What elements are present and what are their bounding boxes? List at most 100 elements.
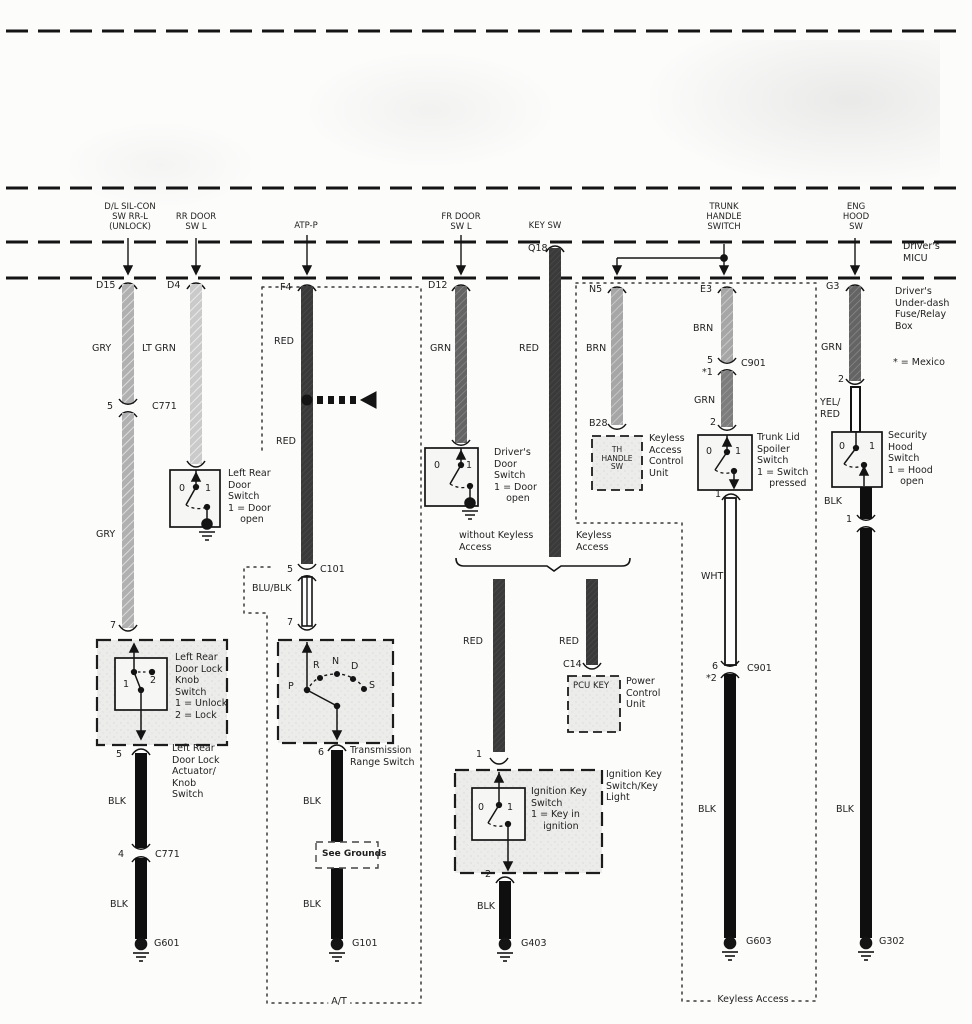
wire-blk [135, 858, 147, 939]
connector-c771-2: C771 [155, 849, 180, 860]
pin-2: 2 [710, 417, 717, 428]
column-f4-transmission [276, 284, 395, 962]
wire-label-grn: GRN [821, 342, 843, 353]
connector-b28: B28 [589, 418, 608, 429]
pos-1: 1 [466, 460, 473, 471]
wire-label-red: RED [276, 436, 296, 447]
wire-blk [860, 487, 872, 519]
pin-6: 6 [318, 747, 325, 758]
wire-label-blk: BLK [836, 804, 855, 815]
at-region-box [243, 286, 422, 1004]
connector-d12: D12 [428, 280, 448, 291]
pos-0: 0 [478, 802, 485, 813]
at-region-label: A/T [328, 996, 350, 1008]
ignition-inner-label: Ignition Key Switch 1 = Key in ignition [531, 786, 587, 832]
wire-label-blk: BLK [824, 496, 843, 507]
pin-6: 6 [712, 661, 719, 672]
mexico-note: * = Mexico [893, 357, 945, 368]
connector-d4: D4 [167, 280, 181, 291]
ground-g601 [133, 937, 149, 962]
feed-label-dl-silcon: D/L SIL-CON SW RR-L (UNLOCK) [104, 202, 156, 232]
connector-c14: C14 [563, 659, 582, 670]
pin-4: 4 [118, 849, 125, 860]
pos-1: 1 [735, 446, 742, 457]
wire-label-red: RED [274, 336, 294, 347]
pos-0: 0 [706, 446, 713, 457]
pos-1: 1 [869, 441, 876, 452]
connector-c901-2: C901 [747, 663, 772, 674]
wire-blk [499, 881, 511, 939]
connector-c901: C901 [741, 358, 766, 369]
wire-grn [849, 286, 861, 381]
column-n5-th-handle [591, 286, 643, 491]
wire-red [549, 248, 561, 557]
feed-label-rr-door: RR DOOR SW L [175, 212, 217, 232]
feed-label-atp-p: ATP-P [294, 221, 318, 231]
feed-arrows [122, 235, 861, 276]
pin-1: 1 [846, 514, 853, 525]
ground-g302 [858, 936, 874, 961]
micu-boundary-lines [6, 29, 966, 280]
ground-g603 [722, 936, 738, 961]
gear-s: S [369, 680, 376, 691]
power-control-label: Power Control Unit [626, 676, 661, 710]
pcu-box [567, 675, 621, 733]
wire-gry [122, 413, 134, 628]
connector-q18: Q18 [528, 243, 548, 254]
see-grounds-label: See Grounds [322, 849, 387, 859]
wire-label-brn: BRN [693, 323, 714, 334]
pin-1: 1 [476, 749, 483, 760]
wire-brn [721, 288, 733, 362]
wire-label-grn: GRN [694, 395, 716, 406]
column-g3-security-hood [831, 284, 883, 961]
th-handle-label: TH HANDLE SW [601, 445, 633, 471]
ground-label-g601: G601 [154, 938, 180, 949]
offpage-arrow [301, 391, 377, 409]
gear-n: N [332, 656, 340, 667]
wire-red [301, 286, 313, 564]
wire-red [586, 579, 598, 665]
actuator-label: Left Rear Door Lock Actuator/ Knob Switc… [172, 743, 220, 800]
th-handle-box [591, 435, 643, 491]
feed-label-eng-hood: ENG HOOD SW [842, 202, 870, 232]
wire-yelred [850, 386, 861, 433]
security-hood-switch-box [831, 431, 883, 488]
keyless-label: Keyless Access [576, 530, 612, 553]
wire-grn [721, 371, 733, 427]
wire-gry [122, 284, 134, 404]
pin-star1: *1 [702, 367, 713, 378]
keyless-acu-label: Keyless Access Control Unit [649, 433, 685, 479]
pos-2: 2 [150, 675, 157, 686]
pin-star2: *2 [706, 673, 717, 684]
feed-label-trunk-handle: TRUNK HANDLE SWITCH [706, 202, 742, 232]
fusebox-label: Driver's Under-dash Fuse/Relay Box [895, 286, 950, 332]
wire-label-brn: BRN [586, 343, 607, 354]
connector-f4: F4 [280, 282, 292, 293]
feed-label-fr-door: FR DOOR SW L [441, 212, 481, 232]
pin-5: 5 [116, 749, 123, 760]
ground-label-g302: G302 [879, 936, 905, 947]
wire-label-yelred: YEL/ RED [820, 397, 841, 420]
ground-g403 [497, 937, 513, 962]
trans-range-label: Transmission Range Switch [350, 745, 415, 768]
pin-7: 7 [287, 617, 294, 628]
drivers-door-switch-label: Driver's Door Switch 1 = Door open [494, 447, 537, 504]
pos-1: 1 [205, 483, 212, 494]
wire-label-blublk: BLU/BLK [252, 583, 292, 594]
pin-2: 2 [838, 374, 845, 385]
connector-c771: C771 [152, 401, 177, 412]
connector-n5: N5 [589, 284, 603, 295]
without-keyless-label: without Keyless Access [459, 530, 534, 553]
column-d12-drivers-door-switch [424, 284, 479, 520]
connector-d15: D15 [96, 280, 116, 291]
wire-brn [611, 288, 623, 425]
wire-label-blk: BLK [477, 901, 496, 912]
pos-0: 0 [434, 460, 441, 471]
column-keysw-ignition [453, 245, 631, 962]
wire-label-blk: BLK [303, 899, 322, 910]
gear-p: P [288, 681, 294, 692]
pos-1: 1 [123, 679, 130, 690]
wire-label-gry: GRY [92, 343, 112, 354]
connector-g3: G3 [826, 281, 840, 292]
